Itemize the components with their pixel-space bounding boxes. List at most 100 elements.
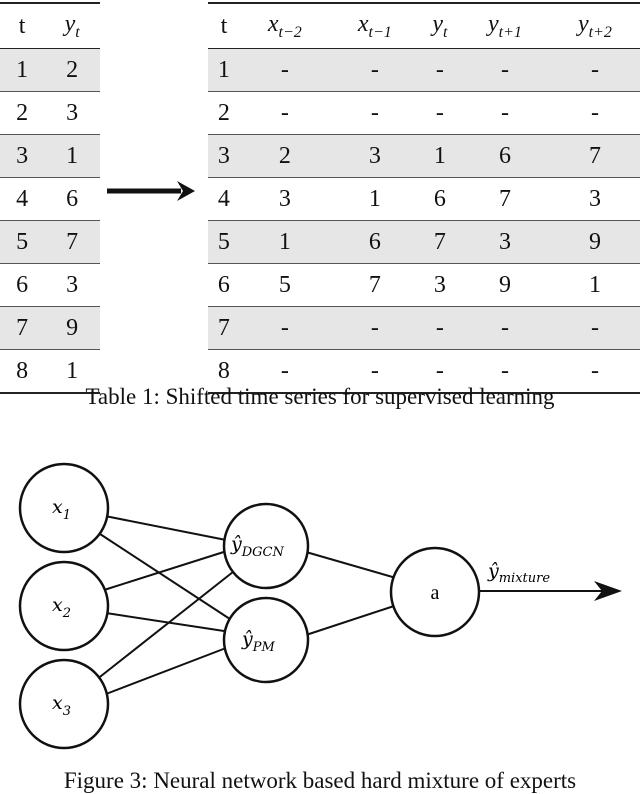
table-cell: 7 [459, 177, 550, 221]
label-x3: x3 [52, 692, 71, 719]
input-node-x2 [18, 560, 110, 652]
table-cell: 3 [44, 91, 100, 135]
table-cell: - [459, 48, 550, 92]
table-cell: 5 [239, 263, 330, 307]
header-base: t [220, 12, 228, 39]
table-row: 7----- [208, 306, 640, 350]
table-cell: 2 [44, 48, 100, 92]
hidden-node-dgcn [222, 502, 310, 590]
table-cell: 8 [0, 349, 45, 394]
header-y-sub: t [75, 23, 80, 41]
header-subscript: t+2 [588, 23, 612, 41]
header-base: y [488, 10, 499, 37]
table-cell: 7 [44, 220, 100, 264]
table-cell: 1 [549, 263, 640, 307]
table-cell: 7 [549, 134, 640, 178]
table-cell: 7 [0, 306, 45, 350]
header-subscript: t+1 [498, 23, 522, 41]
header-base: y [432, 10, 443, 37]
edge-x1-pm [99, 533, 237, 624]
edge-dgcn-a [305, 551, 397, 579]
table-cell: 8 [208, 349, 240, 394]
table-cell: - [329, 306, 420, 350]
table-cell: 3 [44, 263, 100, 307]
table-cell: 1 [0, 48, 45, 92]
table-cell: 5 [208, 220, 240, 264]
table-cell: 9 [44, 306, 100, 350]
table-cell: - [239, 91, 330, 135]
table-cell: - [419, 349, 460, 394]
table-cell: - [419, 48, 460, 92]
edge-x2-dgcn [103, 549, 231, 591]
header-y-base: y [64, 10, 76, 37]
table-cell: 1 [208, 48, 240, 92]
table-cell: - [549, 48, 640, 92]
column-header: xt−1 [329, 2, 420, 49]
table-cell: 6 [44, 177, 100, 221]
column-header: t [208, 2, 240, 49]
table-cell: - [549, 306, 640, 350]
table-cell: - [459, 306, 550, 350]
table-cell: - [549, 91, 640, 135]
table-cell: 1 [239, 220, 330, 264]
table-cell: 6 [208, 263, 240, 307]
header-base: x [267, 10, 279, 37]
table-cell: 2 [0, 91, 45, 135]
table-cell: 3 [239, 177, 330, 221]
header-subscript: t−1 [368, 23, 392, 41]
table-cell: - [329, 349, 420, 394]
table-cell: 4 [208, 177, 240, 221]
edge-x1-dgcn [104, 515, 227, 541]
column-header: xt−2 [239, 2, 330, 49]
table-cell: 6 [419, 177, 460, 221]
table-cell: - [239, 349, 330, 394]
header-base: x [357, 10, 369, 37]
table-cell: - [549, 349, 640, 394]
edge-x3-dgcn [95, 567, 239, 681]
table-cell: 3 [0, 134, 45, 178]
table-cell: 2 [208, 91, 240, 135]
table-cell: 9 [549, 220, 640, 264]
hidden-node-pm [222, 596, 310, 684]
table-cell: - [419, 91, 460, 135]
table-cell: 1 [44, 349, 100, 394]
table-cell: 3 [549, 177, 640, 221]
table-cell: 3 [419, 263, 460, 307]
table-cell: 1 [419, 134, 460, 178]
label-output: ŷmixture [487, 560, 550, 586]
mixture-network-diagram: x1 x2 x3 ŷDGCN ŷPM a ŷmixture [18, 462, 622, 750]
table-cell: 4 [0, 177, 45, 221]
header-subscript: t−2 [278, 23, 302, 41]
table-cell: 5 [0, 220, 45, 264]
table-cell: 7 [419, 220, 460, 264]
column-header: yt+2 [549, 2, 640, 49]
table-cell: - [329, 48, 420, 92]
label-x2: x2 [52, 594, 71, 621]
edge-pm-a [305, 605, 395, 636]
table-cell: 3 [208, 134, 240, 178]
table-cell: 7 [329, 263, 420, 307]
table-cell: 6 [329, 220, 420, 264]
header-y-t: yt [44, 2, 100, 49]
table-cell: 9 [459, 263, 550, 307]
table-cell: 3 [459, 220, 550, 264]
table-row: 1----- [208, 48, 640, 92]
table-cell: - [419, 306, 460, 350]
aggregator-node [389, 546, 481, 638]
table-cell: - [239, 48, 330, 92]
edge-x2-pm [105, 612, 225, 632]
